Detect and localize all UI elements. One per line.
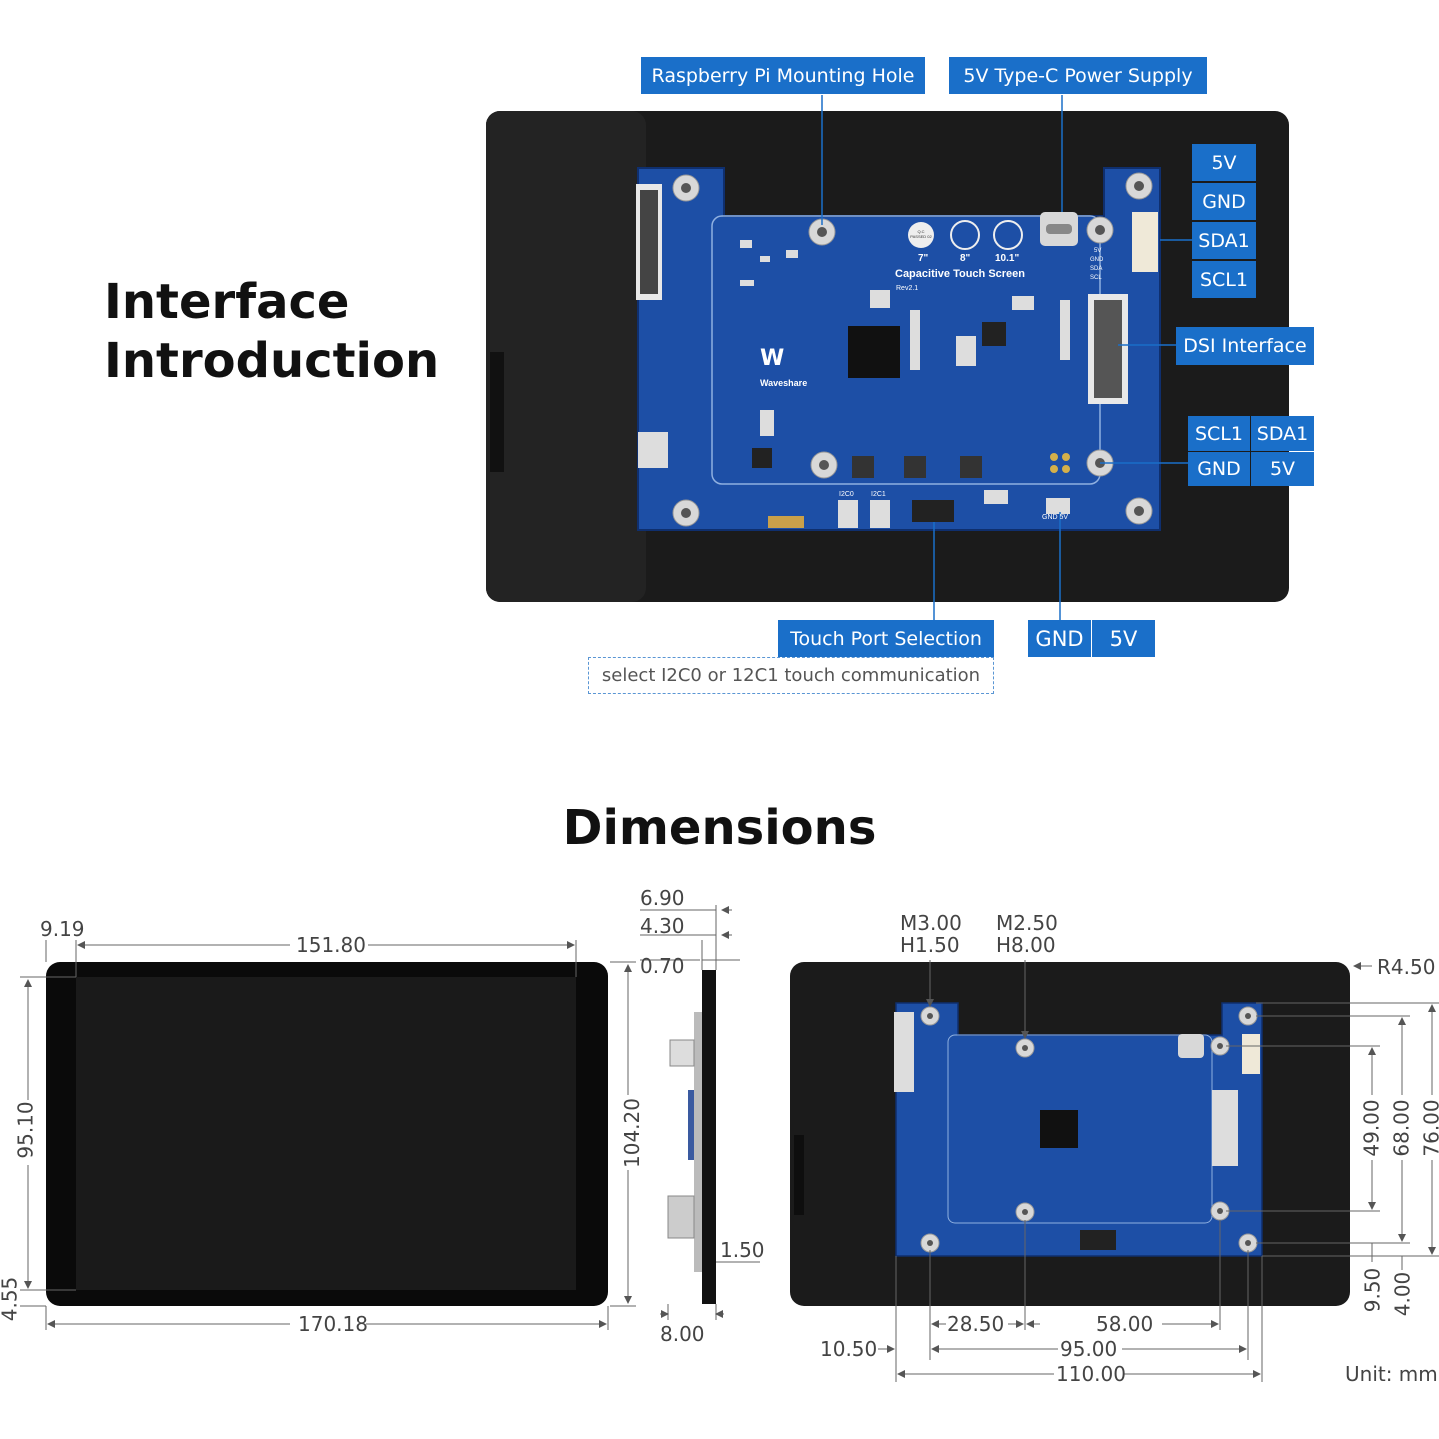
- board-bottom-header-label: GND 5V: [1042, 514, 1069, 521]
- board-side-header-scl: SCL: [1090, 275, 1102, 281]
- bottom-pin-5v: 5V: [1092, 620, 1155, 657]
- pin-5v: 5V: [1192, 144, 1256, 181]
- dimensions-title: Dimensions: [562, 800, 877, 856]
- pin-scl1: SCL1: [1192, 261, 1256, 298]
- unit-label: Unit: mm: [1345, 1362, 1438, 1386]
- dim-side-800: 8.00: [660, 1322, 705, 1346]
- dim-side-070: 0.70: [640, 954, 685, 978]
- callout-touch-port: Touch Port Selection: [778, 620, 994, 657]
- dim-h95: 95.00: [1060, 1337, 1118, 1361]
- dim-v76: 76.00: [1419, 1099, 1439, 1157]
- dim-hole-m3: M3.00: [900, 911, 962, 935]
- board-logo-icon: W: [760, 346, 785, 371]
- dim-width-total: 170.18: [298, 1312, 368, 1336]
- i2c-pin-scl1: SCL1: [1188, 416, 1250, 451]
- interface-panel-illustration: [486, 95, 1289, 620]
- interface-title-line2: Introduction: [104, 333, 440, 389]
- board-model: Capacitive Touch Screen: [895, 268, 1026, 280]
- i2c-pin-5v: 5V: [1251, 452, 1314, 486]
- dim-v400: 4.00: [1390, 1271, 1415, 1317]
- dim-h2850: 28.50: [947, 1312, 1005, 1336]
- i2c-pin-gnd: GND: [1188, 452, 1250, 486]
- dim-hole-h8: H8.00: [996, 933, 1056, 957]
- dim-width-visible: 151.80: [296, 933, 366, 957]
- dim-bezel-left: 9.19: [40, 917, 85, 941]
- board-port-i2c1: I2C1: [871, 491, 886, 498]
- dim-side-430: 4.30: [640, 914, 685, 938]
- dim-side-150: 1.50: [720, 1238, 765, 1262]
- dim-h58: 58.00: [1096, 1312, 1154, 1336]
- board-rev: Rev2.1: [896, 285, 919, 292]
- board-side-header-sda: SDA: [1090, 266, 1103, 272]
- interface-title-line1: Interface: [104, 274, 350, 330]
- callout-dsi: DSI Interface: [1176, 327, 1314, 365]
- dim-v950: 9.50: [1360, 1267, 1385, 1313]
- i2c-pin-sda1: SDA1: [1251, 416, 1314, 451]
- dim-v49: 49.00: [1359, 1099, 1384, 1157]
- board-size-101: 10.1": [995, 253, 1020, 264]
- dim-side-690: 6.90: [640, 886, 685, 910]
- board-side-header-5v: 5V: [1094, 248, 1102, 254]
- dim-height-visible: 95.10: [13, 1101, 38, 1159]
- callout-power-supply: 5V Type-C Power Supply: [949, 57, 1207, 94]
- board-qc: Q.C PASSED 02: [910, 229, 932, 239]
- dim-hole-h15: H1.50: [900, 933, 960, 957]
- pin-gnd: GND: [1192, 183, 1256, 220]
- bottom-pin-gnd: GND: [1028, 620, 1091, 657]
- pin-sda1: SDA1: [1192, 222, 1256, 259]
- board-side-header-gnd: GND: [1090, 257, 1104, 263]
- board-brand: Waveshare: [760, 378, 808, 388]
- dimensions-drawings: [20, 905, 1439, 1382]
- dim-h110: 110.00: [1056, 1362, 1126, 1386]
- touch-port-note: select I2C0 or 12C1 touch communication: [588, 657, 994, 694]
- dim-radius: R4.50: [1377, 955, 1436, 979]
- board-size-7: 7": [918, 253, 929, 264]
- callout-mounting-hole: Raspberry Pi Mounting Hole: [641, 57, 925, 94]
- dim-bezel-bottom: 4.55: [0, 1276, 22, 1322]
- board-size-8: 8": [960, 253, 971, 264]
- dim-hole-m25: M2.50: [996, 911, 1058, 935]
- dim-v68: 68.00: [1389, 1099, 1414, 1157]
- board-port-i2c0: I2C0: [839, 491, 854, 498]
- dim-height-total: 104.20: [619, 1098, 644, 1168]
- dim-h1050: 10.50: [820, 1337, 878, 1361]
